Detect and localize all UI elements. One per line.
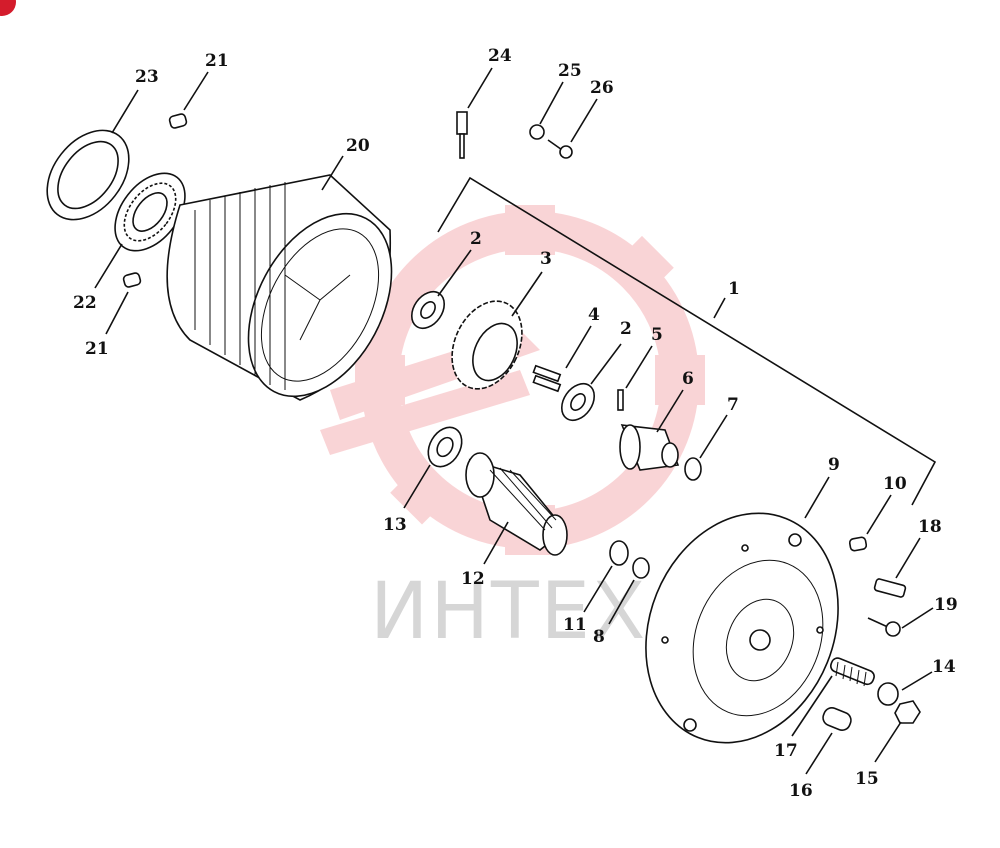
nut-part (529, 124, 545, 140)
bearing-part (114, 172, 186, 252)
roll-pin-part (617, 389, 624, 411)
callout-15: 15 (855, 769, 879, 789)
spring-part (829, 657, 875, 687)
callout-3: 3 (540, 249, 552, 269)
pin-part-lower (122, 272, 142, 288)
callout-12: 12 (461, 569, 485, 589)
callout-11: 11 (563, 615, 587, 635)
callout-21-upper: 21 (205, 51, 229, 71)
washer-part-lower (560, 382, 596, 422)
screw-part (867, 617, 901, 637)
callout-19: 19 (934, 595, 958, 615)
drum-housing-part (166, 174, 393, 401)
plunger-part (822, 707, 852, 731)
callout-22: 22 (73, 293, 97, 313)
dowel-pin-part (848, 536, 868, 552)
callout-2-lower: 2 (620, 319, 632, 339)
callout-6: 6 (682, 369, 694, 389)
stud-part (873, 578, 907, 598)
plug-part (632, 557, 650, 579)
splined-shaft-part (465, 452, 568, 556)
shaft-part (619, 424, 680, 471)
snap-ring-part (684, 457, 702, 481)
callout-17: 17 (774, 741, 798, 761)
needle-rollers-part (532, 364, 562, 393)
callout-4: 4 (588, 305, 600, 325)
cover-plate-part (645, 512, 839, 744)
callout-24: 24 (488, 46, 512, 66)
seal-ring-part (46, 129, 130, 221)
gear-part (451, 300, 523, 390)
pin-part-upper (168, 113, 188, 129)
callout-16: 16 (789, 781, 813, 801)
leader-lines (94, 67, 934, 775)
callout-21-lower: 21 (85, 339, 109, 359)
leader-1 (713, 297, 726, 319)
callout-2-upper: 2 (470, 229, 482, 249)
cap-part (877, 682, 899, 706)
corner-badge (0, 0, 16, 16)
callout-7: 7 (727, 395, 739, 415)
callout-18: 18 (918, 517, 942, 537)
callout-20: 20 (346, 136, 370, 156)
grease-fitting-part (456, 111, 468, 159)
callout-1: 1 (728, 279, 740, 299)
bolt-part-26 (547, 139, 573, 159)
lock-ring-part (609, 540, 629, 566)
callout-5: 5 (651, 325, 663, 345)
callout-23: 23 (135, 67, 159, 87)
callout-13: 13 (383, 515, 407, 535)
callout-25: 25 (558, 61, 582, 81)
callout-9: 9 (828, 455, 840, 475)
watermark-text: ИНТЕХ (370, 567, 647, 657)
hex-nut-part (894, 700, 921, 724)
callout-10: 10 (883, 474, 907, 494)
assembly-bracket (437, 176, 937, 506)
callout-26: 26 (590, 78, 614, 98)
callout-14: 14 (932, 657, 956, 677)
thrust-washer-part (427, 426, 463, 468)
callout-8: 8 (593, 627, 605, 647)
